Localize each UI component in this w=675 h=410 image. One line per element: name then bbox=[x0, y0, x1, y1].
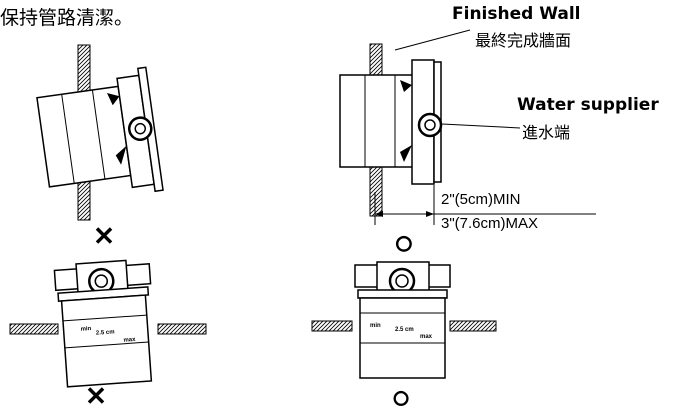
ruler-mid-label: 2.5 cm bbox=[395, 327, 414, 333]
ruler-max-label: max bbox=[420, 334, 433, 340]
ruler-min-label: min bbox=[80, 326, 91, 333]
right-mark-top: ○ bbox=[394, 224, 415, 262]
water-supplier-label: Water supplier bbox=[517, 95, 659, 115]
water-supplier-label-zh: 進水端 bbox=[522, 123, 571, 142]
wrong-mark-bottom: ✕ bbox=[85, 381, 107, 410]
top-right-correct-valve bbox=[339, 29, 596, 225]
bottom-right-correct-valve: min 2.5 cm max bbox=[311, 261, 497, 379]
depth-min-label: 2"(5cm)MIN bbox=[441, 191, 521, 208]
wall-section bbox=[311, 320, 353, 332]
top-left-tilted-valve bbox=[36, 44, 164, 221]
finished-wall-label-zh: 最終完成牆面 bbox=[475, 31, 572, 50]
wall-section bbox=[9, 323, 59, 335]
ruler-min-label: min bbox=[370, 323, 381, 329]
wall-section bbox=[449, 320, 497, 332]
intro-text: 保持管路清潔。 bbox=[0, 7, 134, 29]
ruler-max-label: max bbox=[123, 337, 136, 344]
valve-body bbox=[36, 85, 132, 188]
ruler-mid-label: 2.5 cm bbox=[96, 329, 115, 336]
valve-body bbox=[359, 297, 446, 379]
bottom-left-tilted-valve: min 2.5 cm max bbox=[9, 259, 207, 388]
valve-body bbox=[60, 294, 153, 388]
finished-wall-leader bbox=[394, 29, 471, 51]
right-mark-bottom: ○ bbox=[391, 379, 410, 410]
depth-max-label: 3"(7.6cm)MAX bbox=[441, 215, 539, 232]
finished-wall-label: Finished Wall bbox=[452, 4, 581, 24]
wrong-mark-top: ✕ bbox=[93, 221, 115, 251]
water-supplier-leader bbox=[441, 123, 521, 129]
wall-section bbox=[157, 323, 207, 335]
